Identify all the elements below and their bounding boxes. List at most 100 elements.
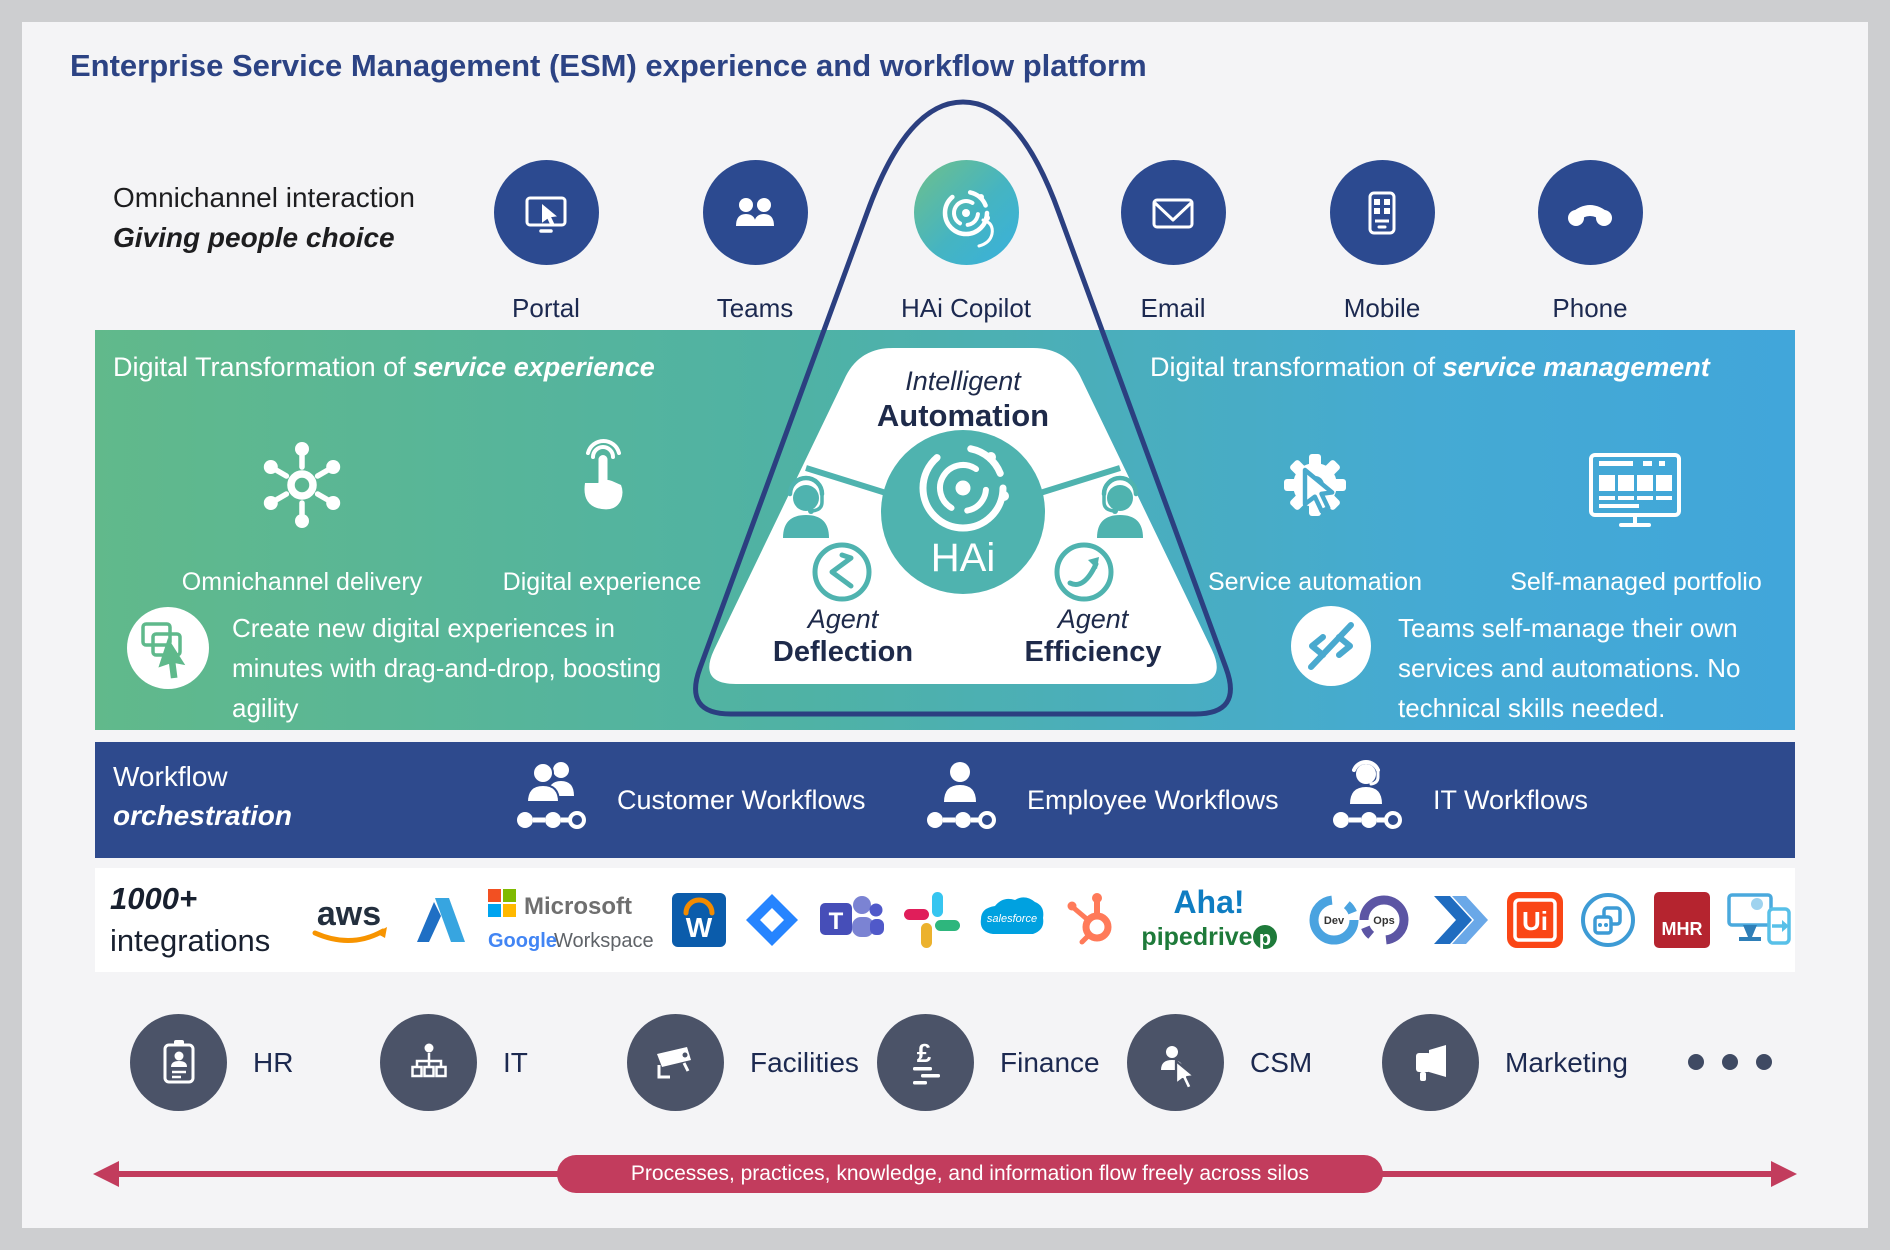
band-note-management: Teams self-manage their own services and… (1398, 613, 1741, 723)
people-icon (736, 197, 774, 226)
hr-badge-icon-circle (130, 1014, 227, 1111)
band-heading-experience-prefix: Digital Transformation of (113, 352, 414, 382)
channel-label: Phone (1552, 293, 1628, 323)
pound-symbol: £ (916, 1038, 931, 1068)
channel-label: Teams (716, 293, 794, 323)
envelope-icon (1152, 198, 1194, 228)
hubspot-logo (1063, 891, 1121, 949)
department-label: IT (503, 1046, 528, 1078)
self-managed-portfolio-icon (1589, 453, 1681, 527)
uipath-ui: Ui (1522, 906, 1548, 936)
service-automation-gear-icon (1284, 454, 1346, 516)
agent-efficiency-label-line2: Efficiency (1024, 636, 1162, 668)
teams-circle (702, 160, 808, 265)
omnichannel-delivery-hub-icon (263, 442, 341, 528)
pyramid-automation-label: Automation (876, 398, 1050, 433)
feature-self-managed-portfolio: Self-managed portfolio (1510, 568, 1762, 596)
ms-teams-logo: T (816, 891, 886, 949)
google-wordmark: Google (488, 930, 557, 952)
channel-mobile: Mobile (1297, 160, 1467, 324)
feature-digital-experience: Digital experience (502, 568, 702, 596)
channel-label: Mobile (1343, 293, 1421, 323)
aha-wordmark: Aha! (1174, 885, 1245, 920)
salesforce-logo: salesforce (977, 892, 1047, 948)
department-csm: CSM (1127, 1014, 1312, 1111)
mobile-phone-icon-circle (1329, 160, 1435, 265)
portal-circle (493, 160, 599, 265)
workspace-wordmark: Workspace (554, 930, 654, 952)
workday-w: W (686, 912, 713, 943)
agent-efficiency-label-line1: Agent (1057, 604, 1129, 634)
band-heading-experience: Digital Transformation of service experi… (113, 352, 655, 383)
department-label: Marketing (1505, 1046, 1628, 1078)
department-it: IT (380, 1014, 528, 1111)
omnichannel-heading-line1: Omnichannel interaction (113, 182, 415, 213)
salesforce-wordmark: salesforce (987, 913, 1037, 925)
no-code-icon (1291, 606, 1371, 686)
microsoft-google-logo: Microsoft Google Workspace (486, 885, 654, 955)
agent-deflection-label-line2: Deflection (772, 636, 914, 668)
omnichannel-heading-line2: Giving people choice (113, 222, 395, 253)
department-label: CSM (1250, 1046, 1313, 1078)
devops-ops: Ops (1373, 915, 1394, 927)
arrow-head-right (1771, 1161, 1797, 1187)
jira-logo (744, 892, 800, 948)
band-note-experience: Create new digital experiences in minute… (232, 613, 662, 723)
band-heading-experience-emphasis: service experience (413, 352, 655, 382)
devops-logo: Dev Ops (1304, 891, 1416, 949)
integration-logos: aws Microsoft Google Workspace (305, 870, 1793, 970)
pipedrive-p: p (1259, 928, 1271, 950)
department-label: Finance (1000, 1046, 1100, 1078)
finance-pound-icon-circle: £ (877, 1014, 974, 1111)
marketing-megaphone-icon-circle (1382, 1014, 1479, 1111)
channel-teams: Teams (670, 160, 840, 324)
feature-service-automation: Service automation (1207, 568, 1422, 596)
channel-portal: Portal (461, 160, 631, 324)
network-tree-icon (410, 1043, 447, 1077)
handset-icon (1568, 204, 1612, 226)
integrations-count: 1000+ (110, 881, 198, 916)
arrow-head-left (93, 1161, 119, 1187)
integrations-heading: 1000+ integrations (110, 878, 270, 962)
department-finance: £ Finance (877, 1014, 1100, 1111)
department-marketing: Marketing (1382, 1014, 1628, 1111)
megaphone-icon (1415, 1044, 1446, 1081)
envelope-icon-circle (1120, 160, 1226, 265)
customer-workflows-icon (517, 762, 586, 829)
employee-workflows-item: Employee Workflows (915, 753, 1279, 847)
band-heading-management-emphasis: service management (1442, 352, 1710, 382)
aha-pipedrive-logo: Aha! pipedrive p (1137, 885, 1287, 955)
workflow-item-label: Employee Workflows (1027, 784, 1279, 815)
channel-label: Email (1140, 293, 1206, 323)
workday-logo: W (670, 891, 728, 949)
chatbot-logo (1580, 892, 1636, 948)
device-handoff-logo (1727, 891, 1793, 949)
workflow-heading-line1: Workflow (113, 761, 228, 792)
pipedrive-wordmark: pipedrive (1142, 923, 1253, 951)
slack-logo (903, 891, 961, 949)
it-network-icon-circle (380, 1014, 477, 1111)
customer-workflows-item: Customer Workflows (505, 753, 866, 847)
employee-workflows-icon (927, 762, 996, 829)
department-label: HR (253, 1046, 294, 1078)
workflow-heading-line2: orchestration (113, 800, 292, 831)
hai-label: HAi (930, 536, 996, 580)
it-workflows-item: IT Workflows (1321, 753, 1588, 847)
pound-ledger-icon: £ (912, 1038, 940, 1084)
feature-omnichannel-delivery: Omnichannel delivery (181, 568, 423, 596)
csm-person-cursor-icon-circle (1127, 1014, 1224, 1111)
band-heading-management: Digital transformation of service manage… (1150, 352, 1710, 383)
omnichannel-heading: Omnichannel interaction Giving people ch… (113, 178, 415, 258)
facilities-camera-icon-circle (627, 1014, 724, 1111)
channel-label: Portal (512, 293, 580, 323)
devops-dev: Dev (1324, 915, 1345, 927)
department-hr: HR (130, 1014, 293, 1111)
digital-experience-touch-icon (584, 439, 623, 510)
uipath-logo: Ui (1506, 891, 1564, 949)
agent-deflection-label-line1: Agent (807, 604, 879, 634)
workflow-item-label: Customer Workflows (617, 784, 866, 815)
workflow-item-label: IT Workflows (1433, 784, 1589, 815)
hai-copilot-icon (942, 189, 994, 247)
power-automate-logo (1432, 894, 1490, 946)
